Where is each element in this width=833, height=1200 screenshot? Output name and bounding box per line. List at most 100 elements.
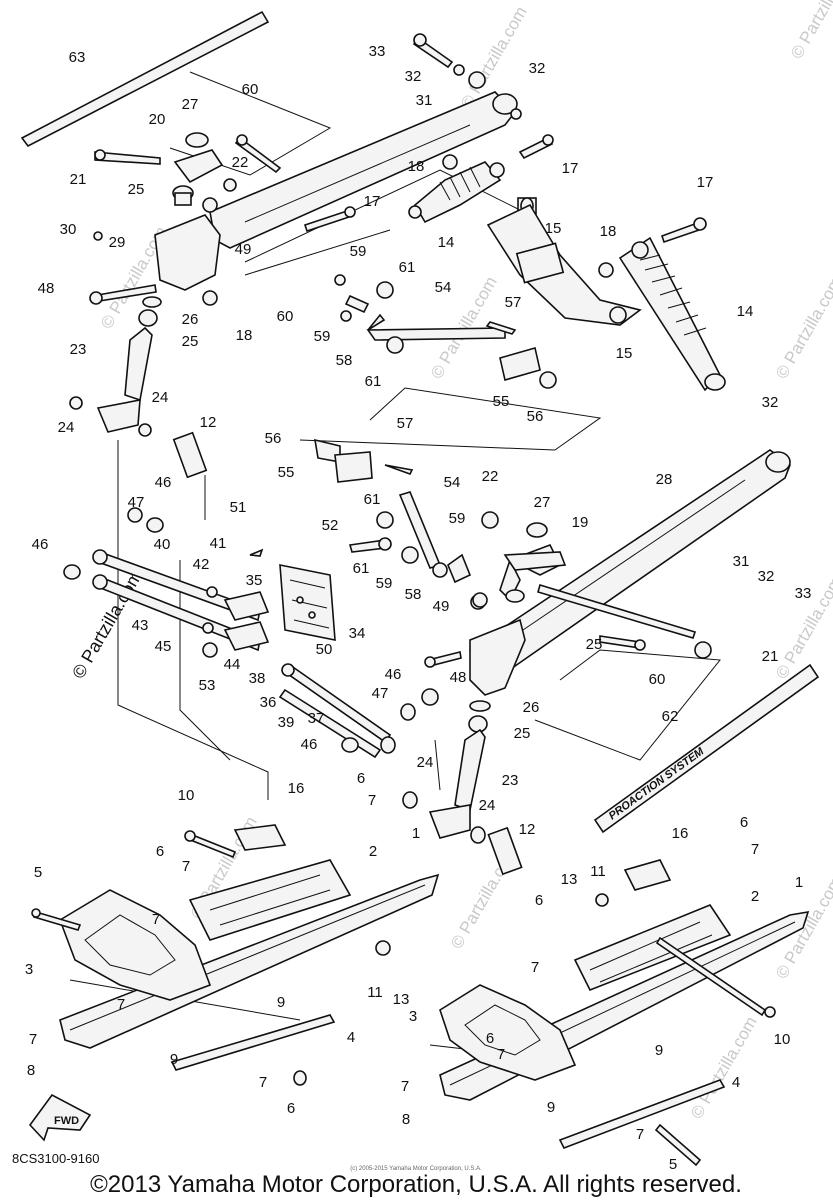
callout-7: 7 bbox=[259, 1074, 267, 1091]
callout-37: 37 bbox=[308, 710, 325, 727]
callout-23: 23 bbox=[70, 341, 87, 358]
spindle-assembly-lower bbox=[402, 522, 712, 876]
callout-4: 4 bbox=[347, 1029, 355, 1046]
callout-3: 3 bbox=[409, 1008, 417, 1025]
callout-24: 24 bbox=[417, 754, 434, 771]
callout-5: 5 bbox=[669, 1156, 677, 1173]
callout-20: 20 bbox=[149, 111, 166, 128]
callout-7: 7 bbox=[152, 911, 160, 928]
hardware-top-right bbox=[412, 33, 522, 120]
decal-text: PROACTION SYSTEM bbox=[607, 745, 707, 822]
callout-7: 7 bbox=[29, 1031, 37, 1048]
callout-12: 12 bbox=[200, 414, 217, 431]
callout-14: 14 bbox=[737, 303, 754, 320]
callout-56: 56 bbox=[527, 408, 544, 425]
callout-49: 49 bbox=[433, 598, 450, 615]
callout-17: 17 bbox=[562, 160, 579, 177]
callout-25: 25 bbox=[514, 725, 531, 742]
callout-58: 58 bbox=[405, 586, 422, 603]
decal-strip-62: PROACTION SYSTEM bbox=[593, 663, 820, 834]
callout-43: 43 bbox=[132, 617, 149, 634]
radius-rods bbox=[63, 507, 439, 759]
callout-4: 4 bbox=[732, 1074, 740, 1091]
callout-55: 55 bbox=[278, 464, 295, 481]
callout-15: 15 bbox=[545, 220, 562, 237]
callout-7: 7 bbox=[368, 792, 376, 809]
callout-38: 38 bbox=[249, 670, 266, 687]
callout-25: 25 bbox=[182, 333, 199, 350]
callout-1: 1 bbox=[412, 825, 420, 842]
callout-59: 59 bbox=[350, 243, 367, 260]
callout-46: 46 bbox=[32, 536, 49, 553]
callout-18: 18 bbox=[408, 158, 425, 175]
callout-6: 6 bbox=[357, 770, 365, 787]
callout-63: 63 bbox=[69, 49, 86, 66]
left-ski bbox=[31, 824, 440, 1086]
callout-26: 26 bbox=[523, 699, 540, 716]
callout-44: 44 bbox=[224, 656, 241, 673]
callout-6: 6 bbox=[535, 892, 543, 909]
small-copyright: (c) 2005-2015 Yamaha Motor Corporation, … bbox=[350, 1166, 482, 1172]
callout-6: 6 bbox=[740, 814, 748, 831]
callout-59: 59 bbox=[449, 510, 466, 527]
callout-36: 36 bbox=[260, 694, 277, 711]
callout-31: 31 bbox=[416, 92, 433, 109]
fwd-arrow: FWD bbox=[28, 1093, 92, 1142]
callout-28: 28 bbox=[656, 471, 673, 488]
callout-1: 1 bbox=[795, 874, 803, 891]
callout-13: 13 bbox=[561, 871, 578, 888]
callout-46: 46 bbox=[385, 666, 402, 683]
callout-14: 14 bbox=[438, 234, 455, 251]
callout-16: 16 bbox=[672, 825, 689, 842]
callout-60: 60 bbox=[649, 671, 666, 688]
copyright-footer: ©2013 Yamaha Motor Corporation, U.S.A. A… bbox=[90, 1171, 742, 1198]
stabilizer-links-lower bbox=[314, 438, 567, 608]
callout-62: 62 bbox=[662, 708, 679, 725]
callout-12: 12 bbox=[519, 821, 536, 838]
callout-18: 18 bbox=[600, 223, 617, 240]
callout-6: 6 bbox=[156, 843, 164, 860]
callout-57: 57 bbox=[397, 415, 414, 432]
diagram-code: 8CS3100-9160 bbox=[12, 1151, 99, 1166]
callout-61: 61 bbox=[399, 259, 416, 276]
callout-18: 18 bbox=[236, 327, 253, 344]
callout-61: 61 bbox=[364, 491, 381, 508]
callout-9: 9 bbox=[547, 1099, 555, 1116]
callout-32: 32 bbox=[529, 60, 546, 77]
callout-55: 55 bbox=[493, 393, 510, 410]
callout-21: 21 bbox=[70, 171, 87, 188]
callout-9: 9 bbox=[655, 1042, 663, 1059]
callout-10: 10 bbox=[178, 787, 195, 804]
right-ski bbox=[439, 859, 810, 1167]
callout-61: 61 bbox=[365, 373, 382, 390]
callout-16: 16 bbox=[288, 780, 305, 797]
callout-59: 59 bbox=[376, 575, 393, 592]
callout-19: 19 bbox=[572, 514, 589, 531]
callout-48: 48 bbox=[450, 669, 467, 686]
callout-9: 9 bbox=[277, 994, 285, 1011]
callout-7: 7 bbox=[531, 959, 539, 976]
callout-25: 25 bbox=[586, 636, 603, 653]
decal-strip-63 bbox=[20, 10, 270, 148]
callout-13: 13 bbox=[393, 991, 410, 1008]
callout-57: 57 bbox=[505, 294, 522, 311]
spindle-assembly-upper bbox=[69, 132, 282, 479]
callout-2: 2 bbox=[751, 888, 759, 905]
callout-32: 32 bbox=[758, 568, 775, 585]
callout-24: 24 bbox=[58, 419, 75, 436]
fwd-label: FWD bbox=[54, 1115, 79, 1127]
callout-17: 17 bbox=[697, 174, 714, 191]
callout-27: 27 bbox=[534, 494, 551, 511]
callout-52: 52 bbox=[322, 517, 339, 534]
callout-33: 33 bbox=[795, 585, 812, 602]
callout-11: 11 bbox=[590, 863, 606, 880]
callout-39: 39 bbox=[278, 714, 295, 731]
front-mount-bracket bbox=[279, 564, 336, 641]
rocker-arm bbox=[486, 203, 642, 326]
callout-53: 53 bbox=[199, 677, 216, 694]
callout-23: 23 bbox=[502, 772, 519, 789]
callout-6: 6 bbox=[287, 1100, 295, 1117]
callout-5: 5 bbox=[34, 864, 42, 881]
callout-22: 22 bbox=[482, 468, 499, 485]
